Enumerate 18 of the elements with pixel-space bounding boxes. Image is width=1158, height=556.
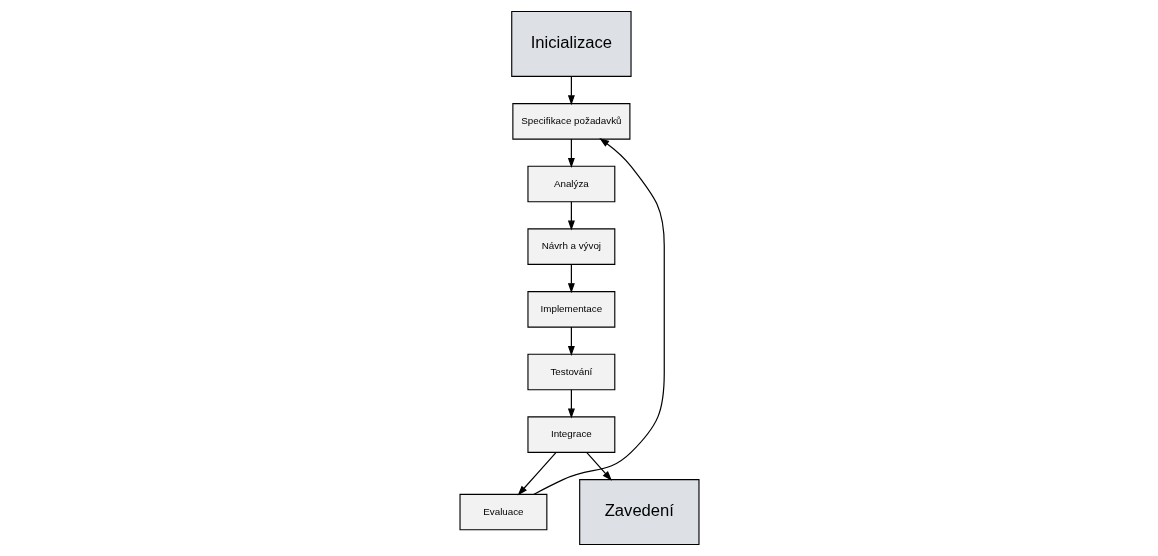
node-box: Specifikace požadavků: [511, 103, 630, 140]
arrow: [532, 138, 665, 495]
arrow: [567, 138, 575, 168]
node-box: Integrace: [526, 416, 615, 453]
arrow: [567, 389, 575, 419]
node-box: Implementace: [526, 291, 615, 328]
node-box: Testování: [526, 353, 615, 391]
arrow: [567, 263, 575, 294]
node-box: Analýza: [526, 165, 615, 203]
arrow: [585, 451, 612, 481]
node-box: Evaluace: [458, 493, 547, 531]
node-box: Inicializace: [510, 10, 632, 77]
arrow: [517, 451, 557, 496]
arrow: [567, 75, 575, 106]
arrow: [567, 201, 575, 231]
node-box: Zavedení: [578, 479, 700, 546]
arrow: [567, 326, 575, 356]
node-box: Návrh a vývoj: [526, 228, 615, 265]
